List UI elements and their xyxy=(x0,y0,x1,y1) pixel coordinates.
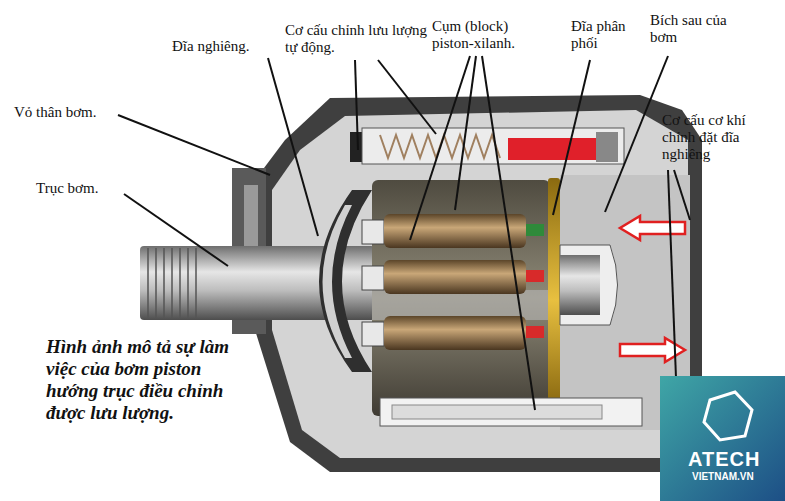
label-text: Cơ cấu chỉnh lưu lượng tự động. xyxy=(285,22,435,56)
adjuster-piston xyxy=(508,138,596,160)
label-text: Vỏ thân bơm. xyxy=(14,104,144,121)
setting-rod xyxy=(380,398,642,426)
adjuster-stop xyxy=(350,132,362,162)
setting-rod-core xyxy=(392,405,602,419)
flow-arrow-in xyxy=(620,216,685,240)
label-text: Cụm (block) piston-xilanh. xyxy=(432,18,550,52)
watermark-text: VIETNAM.VN xyxy=(692,471,782,483)
swash-highlight xyxy=(323,205,353,358)
label-text: Cơ cấu cơ khí chỉnh đặt đĩa nghiêng xyxy=(662,112,777,163)
watermark-text: ATECH xyxy=(688,448,783,470)
pump-housing xyxy=(255,95,702,472)
rear-port xyxy=(560,245,618,325)
shaft-splines xyxy=(148,248,196,318)
label-text: Bích sau của bơm xyxy=(650,12,740,46)
leader-lines xyxy=(118,56,690,430)
label-text: Đĩa nghiêng. xyxy=(172,38,292,55)
label-text: Đĩa phân phối xyxy=(571,18,641,52)
caption-text: Hình ảnh mô tả sự làm việc của bơm pisto… xyxy=(46,336,236,424)
watermark-box xyxy=(660,376,785,501)
cylinder-block xyxy=(372,180,550,416)
adjuster-cap xyxy=(596,132,618,162)
watermark-logo xyxy=(704,392,752,440)
shaft-end xyxy=(560,255,600,315)
label-text: Trục bơm. xyxy=(36,180,146,197)
block-bore xyxy=(372,290,550,320)
